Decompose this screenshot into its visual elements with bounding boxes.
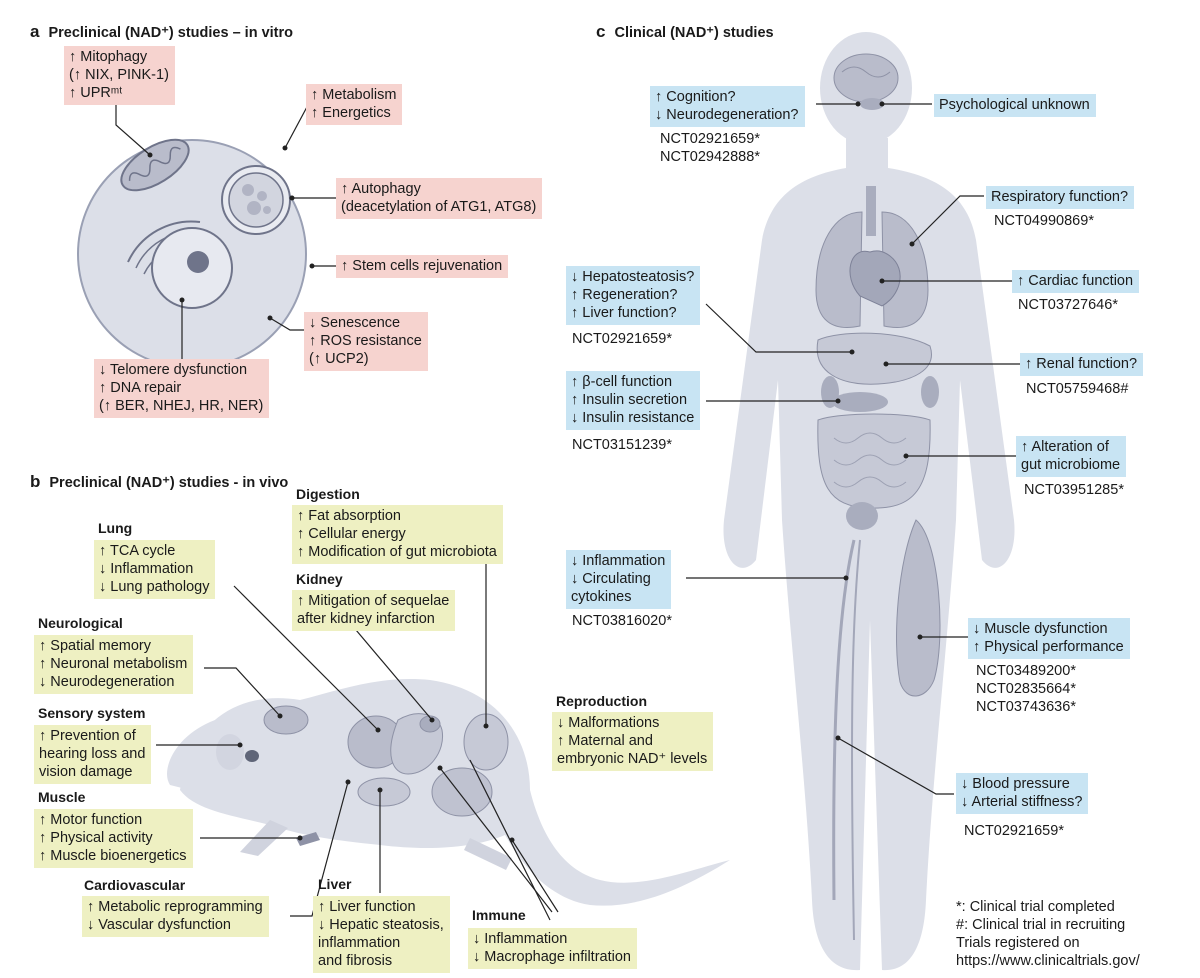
neurological-label: ↑ Spatial memory ↑ Neuronal metabolism ↓… xyxy=(34,635,194,694)
renal-label: ↑ Renal function? xyxy=(1020,353,1144,376)
kidney-label: ↑ Mitigation of sequelae after kidney in… xyxy=(292,590,456,631)
blood-pressure-label: ↓ Blood pressure ↓ Arterial stiffness? xyxy=(956,773,1089,814)
cell-illustration xyxy=(77,138,307,369)
metabolism-label: ↑ Metabolism ↑ Energetics xyxy=(306,84,403,125)
stem-cells-label: ↑ Stem cells rejuvenation xyxy=(336,255,509,278)
hepatosteatosis-trials: NCT02921659* xyxy=(572,331,672,347)
cognition-label: ↑ Cognition? ↓ Neurodegeneration? xyxy=(650,86,805,127)
sensory-label: ↑ Prevention of hearing loss and vision … xyxy=(34,725,152,784)
neurological-title: Neurological xyxy=(38,615,123,631)
muscle-title: Muscle xyxy=(38,789,86,805)
gut-trials: NCT03951285* xyxy=(1024,482,1124,498)
digestion-title: Digestion xyxy=(296,486,360,502)
senescence-label: ↓ Senescence ↑ ROS resistance (↑ UCP2) xyxy=(304,312,428,371)
autophagosome-icon xyxy=(221,165,291,235)
inflammation-trials: NCT03816020* xyxy=(572,613,672,629)
inflammation-label: ↓ Inflammation ↓ Circulating cytokines xyxy=(566,550,672,609)
respiratory-trials: NCT04990869* xyxy=(994,213,1094,229)
lung-title: Lung xyxy=(98,520,133,536)
liver-label: ↑ Liver function ↓ Hepatic steatosis, in… xyxy=(313,896,450,973)
reproduction-title: Reproduction xyxy=(556,693,647,709)
kidney-title: Kidney xyxy=(296,571,343,587)
mouse-illustration xyxy=(167,679,730,906)
trial-legend: *: Clinical trial completed #: Clinical … xyxy=(956,899,1140,969)
reproduction-label: ↓ Malformations ↑ Maternal and embryonic… xyxy=(552,712,714,771)
psychological-label: Psychological unknown xyxy=(934,94,1096,117)
liver-title: Liver xyxy=(318,876,352,892)
muscle-dysfunction-trials: NCT03489200* NCT02835664* NCT03743636* xyxy=(976,663,1076,715)
beta-cell-trials: NCT03151239* xyxy=(572,437,672,453)
renal-trials: NCT05759468# xyxy=(1026,381,1129,397)
cardiac-label: ↑ Cardiac function xyxy=(1012,270,1140,293)
nucleus-icon xyxy=(127,220,233,309)
sensory-title: Sensory system xyxy=(38,705,146,721)
immune-title: Immune xyxy=(472,907,526,923)
cardiovascular-title: Cardiovascular xyxy=(84,877,186,893)
human-illustration xyxy=(723,32,1015,971)
respiratory-label: Respiratory function? xyxy=(986,186,1135,209)
muscle-dysfunction-label: ↓ Muscle dysfunction ↑ Physical performa… xyxy=(968,618,1130,659)
autophagy-label: ↑ Autophagy (deacetylation of ATG1, ATG8… xyxy=(336,178,543,219)
gut-label: ↑ Alteration of gut microbiome xyxy=(1016,436,1127,477)
telomere-label: ↓ Telomere dysfunction ↑ DNA repair (↑ B… xyxy=(94,359,270,418)
immune-label: ↓ Inflammation ↓ Macrophage infiltration xyxy=(468,928,637,969)
beta-cell-label: ↑ β-cell function ↑ Insulin secretion ↓ … xyxy=(566,371,701,430)
blood-pressure-trials: NCT02921659* xyxy=(964,823,1064,839)
digestion-label: ↑ Fat absorption ↑ Cellular energy ↑ Mod… xyxy=(292,505,503,564)
cognition-trials: NCT02921659* NCT02942888* xyxy=(660,131,760,165)
mitophagy-label: ↑ Mitophagy (↑ NIX, PINK-1) ↑ UPRᵐᵗ xyxy=(64,46,175,105)
mitochondrion-icon xyxy=(120,138,190,192)
hepatosteatosis-label: ↓ Hepatosteatosis? ↑ Regeneration? ↑ Liv… xyxy=(566,266,701,325)
cardiac-trials: NCT03727646* xyxy=(1018,297,1118,313)
cardiovascular-label: ↑ Metabolic reprogramming ↓ Vascular dys… xyxy=(82,896,269,937)
lung-label: ↑ TCA cycle ↓ Inflammation ↓ Lung pathol… xyxy=(94,540,216,599)
muscle-label: ↑ Motor function ↑ Physical activity ↑ M… xyxy=(34,809,193,868)
